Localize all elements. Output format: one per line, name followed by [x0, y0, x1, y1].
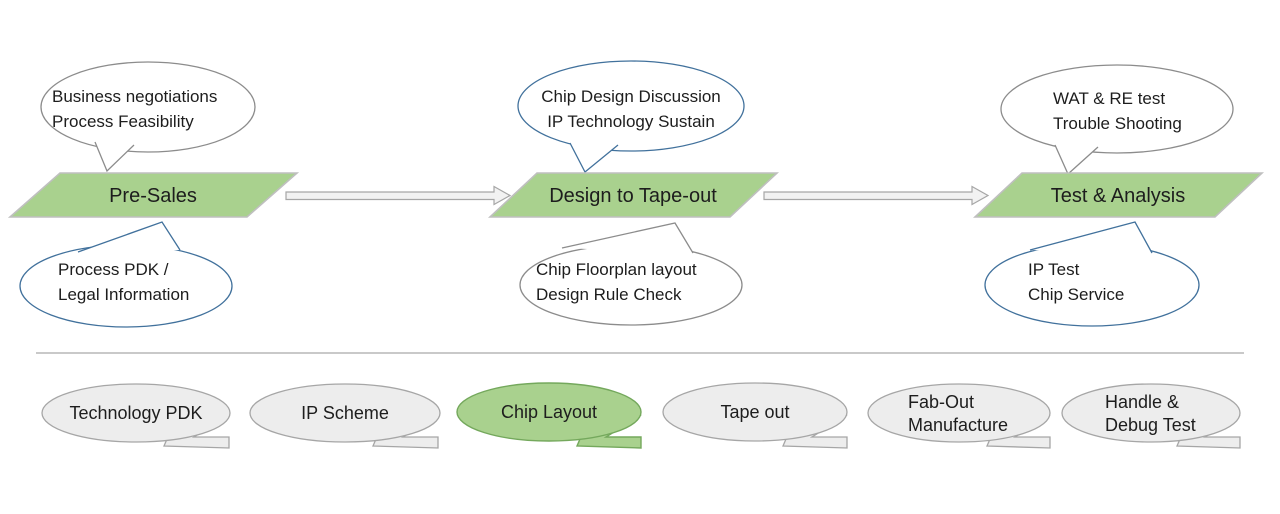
flow-arrow-1 — [285, 185, 512, 206]
callout-line: Chip Floorplan layout — [536, 260, 697, 279]
pipeline-line: Manufacture — [908, 415, 1009, 435]
callout-text-design-below: Chip Floorplan layout Design Rule Check — [536, 257, 697, 307]
stage-parallelogram-test — [972, 172, 1265, 218]
callout-bubble-presales-above — [40, 61, 256, 173]
callout-line: IP Test — [1028, 260, 1080, 279]
pipeline-line: Chip Layout — [500, 402, 598, 422]
callout-text-test-below: IP Test Chip Service — [1028, 257, 1124, 307]
callout-bubble-presales-below — [19, 221, 233, 328]
pipeline-oval-technology-pdk — [41, 383, 231, 449]
pipeline-line: Technology PDK — [69, 403, 203, 423]
pipeline-label-fab-out-manufacture: Fab-Out Manufacture — [908, 391, 1008, 437]
callout-text-presales-above: Business negotiations Process Feasibilit… — [52, 84, 217, 134]
pipeline-line: Debug Test — [1105, 415, 1196, 435]
pipeline-label-ip-scheme: IP Scheme — [245, 402, 445, 425]
stage-parallelogram-presales — [7, 172, 300, 218]
callout-bubble-design-below — [519, 222, 743, 326]
pipeline-line: IP Scheme — [301, 403, 389, 423]
stage-label-presales: Pre-Sales — [109, 185, 197, 207]
callout-text-test-above: WAT & RE test Trouble Shooting — [1053, 86, 1182, 136]
callout-line: Business negotiations — [52, 87, 218, 106]
callout-line: Legal Information — [58, 285, 190, 304]
callout-line: Chip Design Discussion — [541, 87, 721, 106]
pipeline-oval-fab-out-manufacture — [867, 383, 1051, 449]
callout-line: Chip Service — [1028, 285, 1125, 304]
callout-bubble-design-above — [517, 60, 745, 174]
stage-parallelogram-design — [487, 172, 780, 218]
pipeline-oval-chip-layout — [456, 382, 642, 449]
pipeline-label-handle-debug-test: Handle & Debug Test — [1105, 391, 1196, 437]
callout-text-design-above: Chip Design Discussion IP Technology Sus… — [519, 84, 743, 134]
callout-line: Trouble Shooting — [1053, 114, 1182, 133]
callout-line: WAT & RE test — [1053, 89, 1166, 108]
pipeline-oval-ip-scheme — [249, 383, 441, 449]
pipeline-label-chip-layout: Chip Layout — [449, 401, 649, 424]
callout-line: IP Technology Sustain — [547, 112, 715, 131]
pipeline-line: Tape out — [720, 402, 790, 422]
stage-label-test: Test & Analysis — [1050, 185, 1186, 207]
callout-text-presales-below: Process PDK / Legal Information — [58, 257, 189, 307]
pipeline-oval-tape-out — [662, 382, 848, 449]
callout-bubble-test-above — [1000, 64, 1234, 176]
pipeline-oval-handle-debug-test — [1061, 383, 1241, 449]
pipeline-label-technology-pdk: Technology PDK — [36, 402, 236, 425]
stage-label-design: Design to Tape-out — [549, 185, 717, 207]
callout-line: Process Feasibility — [52, 112, 194, 131]
pipeline-label-tape-out: Tape out — [655, 401, 855, 424]
pipeline-line: Fab-Out — [908, 392, 975, 412]
callout-line: Design Rule Check — [536, 285, 682, 304]
pipeline-line: Handle & — [1105, 392, 1180, 412]
callout-line: Process PDK / — [58, 260, 169, 279]
flow-arrow-2 — [763, 185, 990, 206]
callout-bubble-test-below — [984, 221, 1200, 327]
